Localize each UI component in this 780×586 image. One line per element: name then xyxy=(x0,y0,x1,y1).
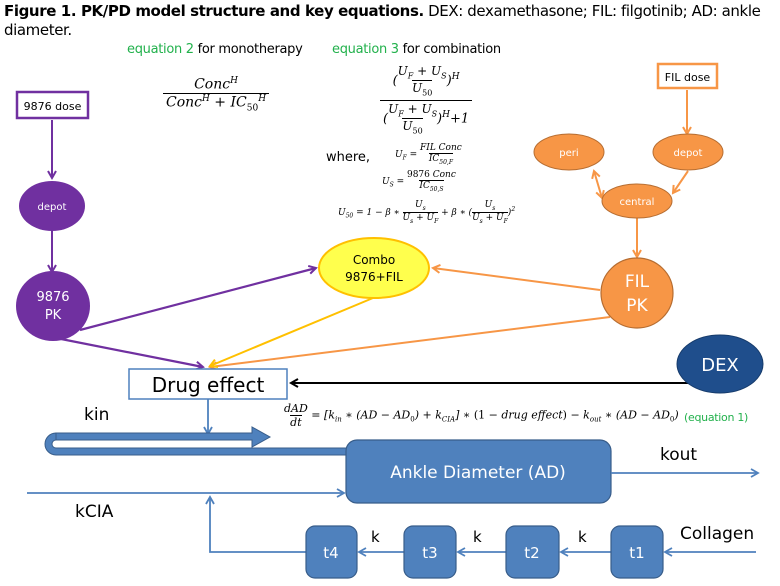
k-label-t1-t2: k xyxy=(578,528,587,546)
dex-node: DEX xyxy=(676,334,764,394)
pk-9876-node: 9876 PK xyxy=(16,271,90,341)
kin-label: kin xyxy=(84,405,109,425)
fil-depot-node: depot xyxy=(652,133,724,171)
fil-pk-label-2: PK xyxy=(626,296,648,316)
depot-9876-label: depot xyxy=(38,202,67,213)
equation-3-ref: equation 3 xyxy=(332,42,399,57)
fil-central-node: central xyxy=(601,183,673,219)
t4-label: t4 xyxy=(323,544,338,562)
caption-title: Figure 1. PK/PD model structure and key … xyxy=(4,2,424,20)
drug-effect-box: Drug effect xyxy=(128,368,288,400)
arrow-fil-pk-to-combo xyxy=(433,268,601,291)
combo-node: Combo 9876+FIL xyxy=(318,237,430,299)
equation-2: ConcH ConcH + IC50H xyxy=(163,76,270,113)
arrow-9876-pk-to-drug-effect xyxy=(55,336,203,367)
fil-depot-label: depot xyxy=(674,148,703,159)
arrow-fil-depot-to-central xyxy=(673,170,689,193)
equation-1-ref: (equation 1) xyxy=(684,411,749,424)
equation-2-desc: for monotherapy xyxy=(193,42,303,57)
dose-9876-box: 9876 dose xyxy=(15,90,90,120)
pk-9876-label-2: PK xyxy=(45,308,62,323)
kcia-label: kCIA xyxy=(75,502,114,522)
fil-peri-label: peri xyxy=(559,148,578,159)
caption-text: DEX: dexamethasone; FIL: filgotinib; AD:… xyxy=(4,2,761,39)
fil-pk-label-1: FIL xyxy=(625,272,650,292)
kin-flow-arrow xyxy=(44,426,349,456)
t1-box: t1 xyxy=(610,525,664,579)
k-label-t2-t3: k xyxy=(473,528,482,546)
collagen-label: Collagen xyxy=(680,524,754,544)
k-label-t3-t4: k xyxy=(371,528,380,546)
dose-9876-label: 9876 dose xyxy=(24,100,82,113)
combo-label-1: Combo xyxy=(353,253,395,267)
fil-pk-node: FIL PK xyxy=(600,257,674,329)
equation-3-label: equation 3 for combination xyxy=(332,42,501,57)
t1-label: t1 xyxy=(629,544,644,562)
equation-3-desc: for combination xyxy=(398,42,502,57)
pk-9876-label-1: 9876 xyxy=(36,290,69,305)
dex-label: DEX xyxy=(701,355,739,376)
drug-effect-label: Drug effect xyxy=(152,373,265,397)
fil-dose-box: FIL dose xyxy=(656,62,719,90)
fil-peri-node: peri xyxy=(533,133,605,171)
equation-2-label: equation 2 for monotherapy xyxy=(127,42,303,57)
kout-label: kout xyxy=(660,445,697,465)
arrow-fil-pk-to-drug-effect xyxy=(210,316,611,367)
combo-label-2: 9876+FIL xyxy=(345,270,403,284)
arrow-fil-peri-central xyxy=(594,171,602,198)
t2-label: t2 xyxy=(524,544,539,562)
ankle-diameter-label: Ankle Diameter (AD) xyxy=(390,463,566,483)
arrow-t4-to-kcia xyxy=(205,495,306,553)
depot-9876-node: depot xyxy=(19,181,85,231)
arrow-9876-pk-to-combo xyxy=(79,268,316,332)
t2-box: t2 xyxy=(505,525,560,579)
figure-caption: Figure 1. PK/PD model structure and key … xyxy=(4,2,774,40)
where-label: where, xyxy=(326,150,371,165)
t3-label: t3 xyxy=(422,544,437,562)
equation-2-ref: equation 2 xyxy=(127,42,194,57)
ankle-diameter-box: Ankle Diameter (AD) xyxy=(345,439,612,504)
fil-dose-label: FIL dose xyxy=(665,71,711,84)
arrow-combo-to-drug-effect xyxy=(210,297,374,366)
fil-central-label: central xyxy=(620,197,655,208)
t3-box: t3 xyxy=(403,525,457,579)
t4-box: t4 xyxy=(305,525,358,579)
